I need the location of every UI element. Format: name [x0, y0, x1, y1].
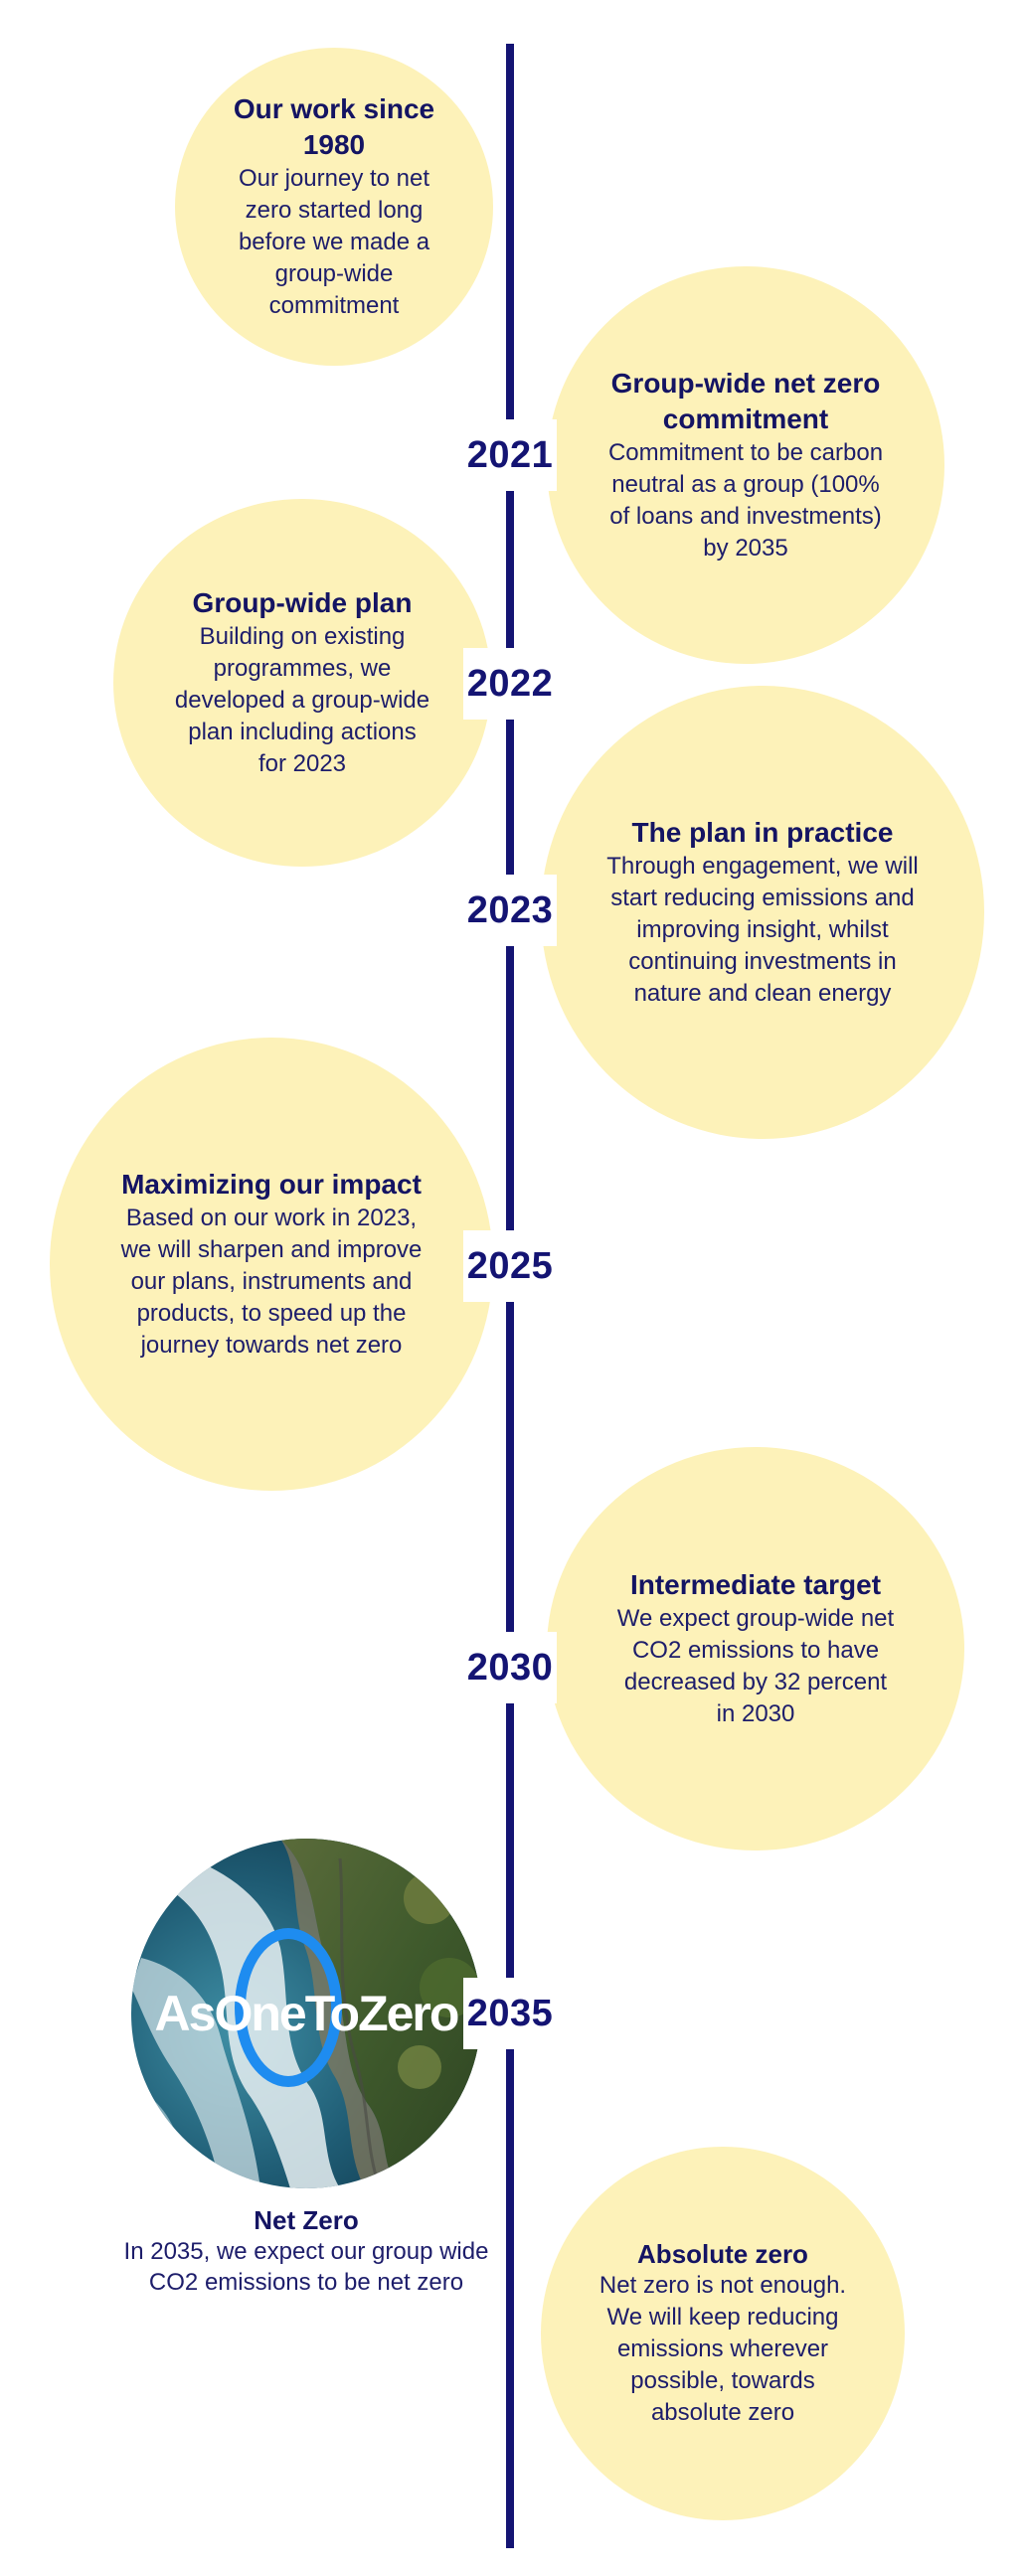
milestone-title: Our work since 1980: [233, 93, 435, 160]
milestone-text: Our journey to net zero started long bef…: [238, 165, 430, 319]
logo-ring-icon: [235, 1928, 342, 2087]
milestone-title: Absolute zero: [637, 2239, 808, 2269]
milestone-group-wide-plan: Group-wide plan Building on existing pro…: [113, 499, 491, 867]
year-label-2030: 2030: [463, 1632, 557, 1703]
milestone-text: Commitment to be carbon neutral as a gro…: [607, 439, 884, 562]
milestone-group-wide-commitment: Group-wide net zero commitment Commitmen…: [547, 266, 944, 664]
year-label-2021: 2021: [463, 419, 557, 491]
milestone-maximizing-impact: Maximizing our impact Based on our work …: [50, 1038, 493, 1491]
milestone-text: In 2035, we expect our group wide CO2 em…: [123, 2238, 489, 2296]
milestone-text: Net zero is not enough. We will keep red…: [598, 2272, 847, 2426]
milestone-title: Net Zero: [254, 2205, 359, 2235]
milestone-text: We expect group-wide net CO2 emissions t…: [616, 1605, 895, 1727]
year-label-2035: 2035: [463, 1978, 557, 2049]
year-label-2023: 2023: [463, 875, 557, 946]
milestone-work-since-1980: Our work since 1980 Our journey to net z…: [175, 48, 493, 366]
coastline-photo: AsOneToZero: [131, 1839, 481, 2188]
as-one-to-zero-logo: AsOneToZero: [154, 1986, 460, 2041]
milestone-title: Group-wide plan: [192, 587, 413, 618]
milestone-text: Based on our work in 2023, we will sharp…: [120, 1205, 423, 1359]
milestone-title: Maximizing our impact: [121, 1169, 422, 1200]
milestone-intermediate-target: Intermediate target We expect group-wide…: [547, 1447, 964, 1851]
milestone-plan-in-practice: The plan in practice Through engagement,…: [541, 686, 984, 1139]
milestone-title: The plan in practice: [631, 817, 894, 848]
milestone-title: Intermediate target: [629, 1569, 882, 1600]
milestone-text: Through engagement, we will start reduci…: [606, 853, 919, 1007]
milestone-absolute-zero: Absolute zero Net zero is not enough. We…: [541, 2147, 905, 2520]
milestone-title: Group-wide net zero commitment: [610, 368, 881, 434]
milestone-text: Building on existing programmes, we deve…: [174, 623, 430, 777]
year-label-2025: 2025: [463, 1230, 557, 1302]
year-label-2022: 2022: [463, 648, 557, 720]
milestone-net-zero: Net Zero In 2035, we expect our group wi…: [119, 2204, 493, 2298]
